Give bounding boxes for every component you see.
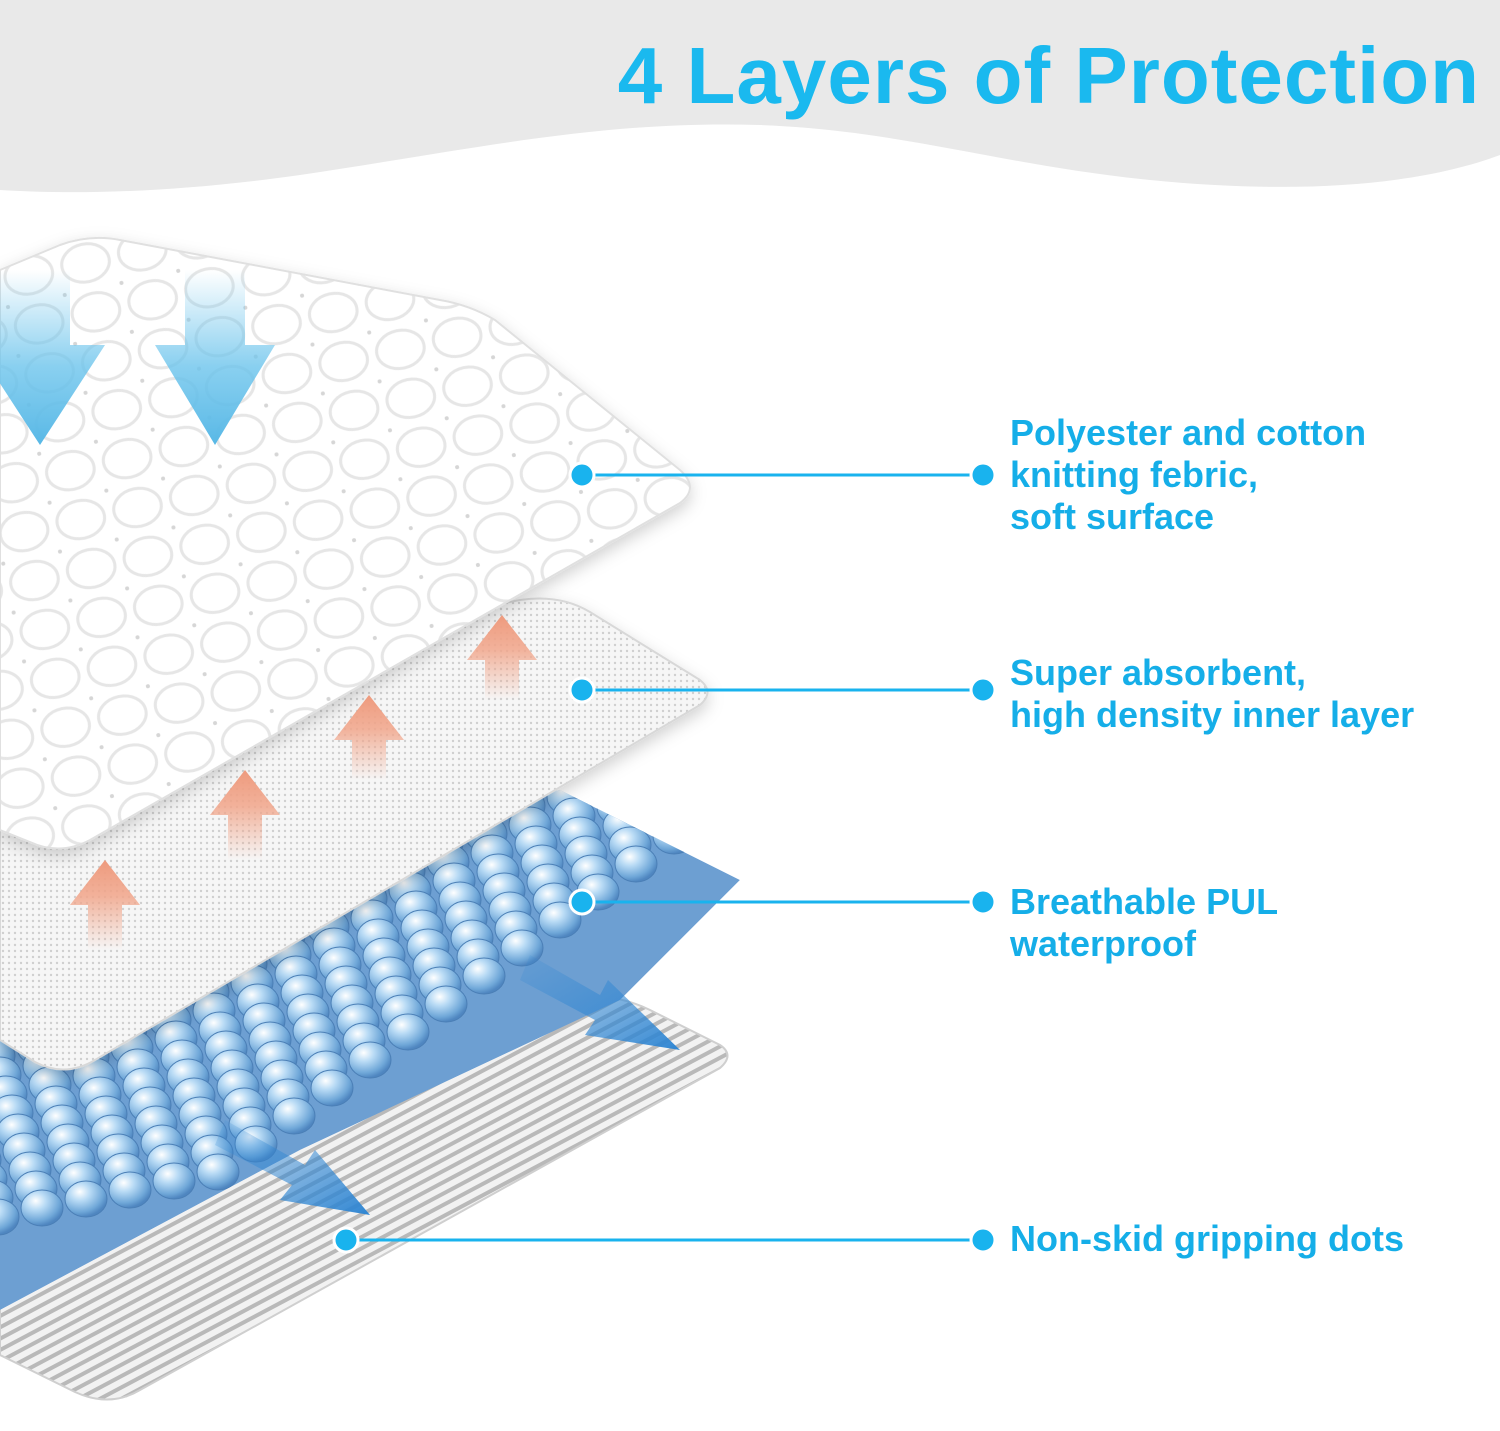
bead	[634, 790, 678, 798]
page-title: 4 Layers of Protection	[617, 31, 1480, 120]
label-line: Non-skid gripping dots	[1010, 1218, 1404, 1259]
label-line: Breathable PUL	[1010, 881, 1279, 922]
side-arrows	[215, 955, 680, 1215]
bead	[728, 790, 740, 799]
bead	[640, 790, 684, 817]
side-arrow-2	[215, 1120, 370, 1215]
down-arrow-1	[0, 270, 105, 445]
bead	[108, 1171, 152, 1209]
up-arrow-1	[70, 860, 140, 950]
down-arrow-2	[155, 270, 275, 445]
bead	[690, 790, 734, 827]
label-line: knitting febric,	[1010, 454, 1259, 495]
bead	[310, 1069, 354, 1107]
layer-label-absorbent: Super absorbent, high density inner laye…	[1010, 652, 1414, 736]
header-band	[0, 0, 1500, 193]
layer-label-gripping: Non-skid gripping dots	[1010, 1218, 1404, 1260]
up-arrows	[70, 615, 537, 950]
bead	[679, 752, 721, 788]
top-fabric-sheet	[0, 236, 691, 850]
bead	[723, 743, 765, 779]
bead	[196, 1153, 240, 1191]
bead	[272, 1097, 316, 1135]
bead	[684, 790, 728, 808]
label-line: waterproof	[1010, 923, 1197, 964]
layer-label-pul: Breathable PUL waterproof	[1010, 881, 1278, 965]
label-line: Polyester and cotton	[1010, 412, 1367, 453]
bead	[462, 957, 506, 995]
layer-label-top-fabric: Polyester and cotton knitting febric, so…	[1010, 412, 1366, 538]
label-line: high density inner layer	[1010, 694, 1415, 735]
bead	[386, 1013, 430, 1051]
bead	[0, 1141, 2, 1179]
bead	[590, 790, 634, 807]
bead	[424, 985, 468, 1023]
up-arrow-3	[334, 695, 404, 780]
bead	[0, 1198, 20, 1236]
up-arrow-4	[467, 615, 537, 700]
up-arrow-2	[210, 770, 280, 860]
side-arrow-1	[520, 955, 680, 1050]
bead	[0, 1160, 8, 1198]
down-arrows	[0, 270, 275, 445]
bead	[614, 845, 658, 883]
label-line: soft surface	[1010, 496, 1215, 537]
leader-lines	[332, 461, 997, 1254]
bead	[348, 1041, 392, 1079]
bead	[20, 1189, 64, 1227]
bead	[152, 1162, 196, 1200]
label-line: Super absorbent,	[1010, 652, 1307, 693]
bead	[64, 1180, 108, 1218]
bead	[538, 901, 582, 939]
bead	[646, 798, 690, 836]
bead	[652, 817, 696, 855]
